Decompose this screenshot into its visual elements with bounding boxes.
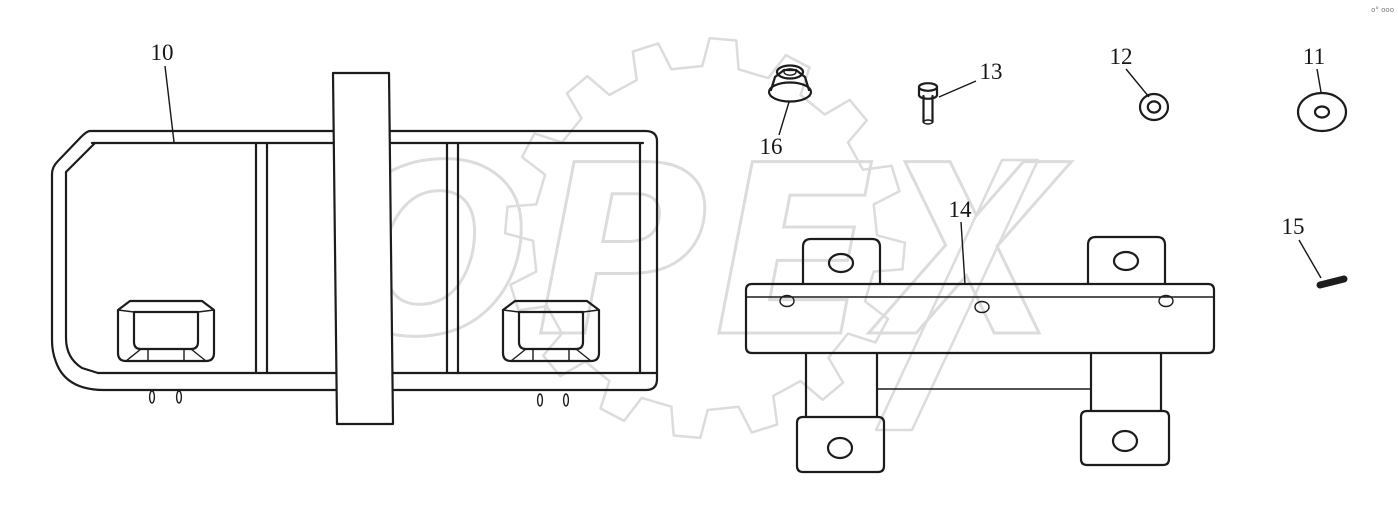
part-clip-nut	[767, 64, 813, 103]
pocket-corner-line	[190, 348, 207, 362]
callout-15: 15	[1282, 214, 1305, 239]
handle-pocket-right	[501, 299, 601, 363]
nut-hex-body	[769, 68, 811, 92]
bracket-bar	[744, 282, 1216, 355]
callout-11: 11	[1303, 44, 1325, 69]
ear-hole	[827, 252, 855, 274]
corner-mark: o° ooo	[1371, 6, 1394, 14]
watermark: OPEX	[329, 36, 1072, 440]
part-mounting-bracket	[744, 235, 1216, 474]
bar-hole	[974, 300, 990, 314]
pocket-outer	[116, 299, 216, 363]
washer-hole	[1313, 105, 1331, 119]
bar-hole	[779, 294, 795, 308]
bolt-shank	[922, 94, 934, 124]
pocket-corner-line	[502, 309, 520, 313]
bar-hole	[1158, 294, 1174, 308]
leg-left	[804, 351, 879, 419]
hold-down-strap	[331, 71, 395, 426]
callouts: 10 16 13 12 11 14 15	[151, 40, 1325, 285]
leader-line-16	[778, 101, 790, 136]
watermark-text: OPEX	[330, 116, 1072, 389]
foot-right	[1079, 409, 1171, 467]
callout-12: 12	[1110, 44, 1133, 69]
handle-pocket-left	[116, 299, 216, 363]
part-washer-large	[1296, 91, 1348, 133]
pocket-corner-line	[575, 348, 592, 362]
foot-hole	[1111, 429, 1139, 453]
callout-16: 16	[760, 134, 783, 159]
nut-hole	[783, 68, 797, 76]
leg-right	[1089, 351, 1163, 413]
leader-line-15	[1298, 239, 1322, 279]
mounting-ear-left	[801, 237, 882, 286]
part-washer-small	[1138, 92, 1170, 122]
nut-top-face	[775, 64, 805, 80]
gear-watermark-icon	[503, 36, 907, 440]
callout-13: 13	[980, 59, 1003, 84]
bolt-head-side	[917, 85, 939, 97]
washer-outer	[1296, 91, 1348, 133]
callout-14: 14	[949, 197, 973, 222]
callout-10: 10	[151, 40, 174, 65]
pocket-corner-line	[582, 309, 600, 313]
pin-body	[1316, 275, 1348, 289]
leader-line-13	[938, 80, 977, 98]
pocket-inner	[132, 310, 200, 351]
drain-slot	[175, 390, 183, 404]
bolt-tip	[922, 119, 934, 125]
foot-hole	[826, 436, 854, 460]
leader-line-10	[164, 65, 175, 143]
ear-hole	[1112, 250, 1140, 272]
pocket-slot	[147, 348, 185, 362]
bolt-head-top	[917, 82, 939, 92]
drain-slot	[562, 393, 570, 407]
watermark-slash-icon	[874, 158, 1040, 432]
washer-outer	[1138, 92, 1170, 122]
part-pin	[1316, 275, 1348, 289]
leader-line-11	[1316, 68, 1322, 93]
pocket-slot	[532, 348, 570, 362]
bolt-head-bottom	[917, 93, 939, 100]
drain-slot	[536, 393, 544, 407]
nut-flange	[767, 81, 813, 103]
part-bolt	[917, 82, 939, 125]
part-battery-box	[50, 71, 659, 426]
battery-box-outline	[50, 129, 659, 392]
pocket-corner-line	[117, 309, 135, 313]
leader-line-12	[1125, 68, 1150, 98]
pocket-corner-line	[510, 348, 527, 362]
drain-slot	[148, 390, 156, 404]
leader-line-14	[960, 221, 966, 285]
foot-left	[795, 415, 886, 474]
washer-hole	[1146, 100, 1162, 114]
left-inner-contour	[64, 141, 100, 375]
pocket-corner-line	[125, 348, 142, 362]
pocket-corner-line	[197, 309, 215, 313]
mounting-ear-right	[1086, 235, 1167, 286]
